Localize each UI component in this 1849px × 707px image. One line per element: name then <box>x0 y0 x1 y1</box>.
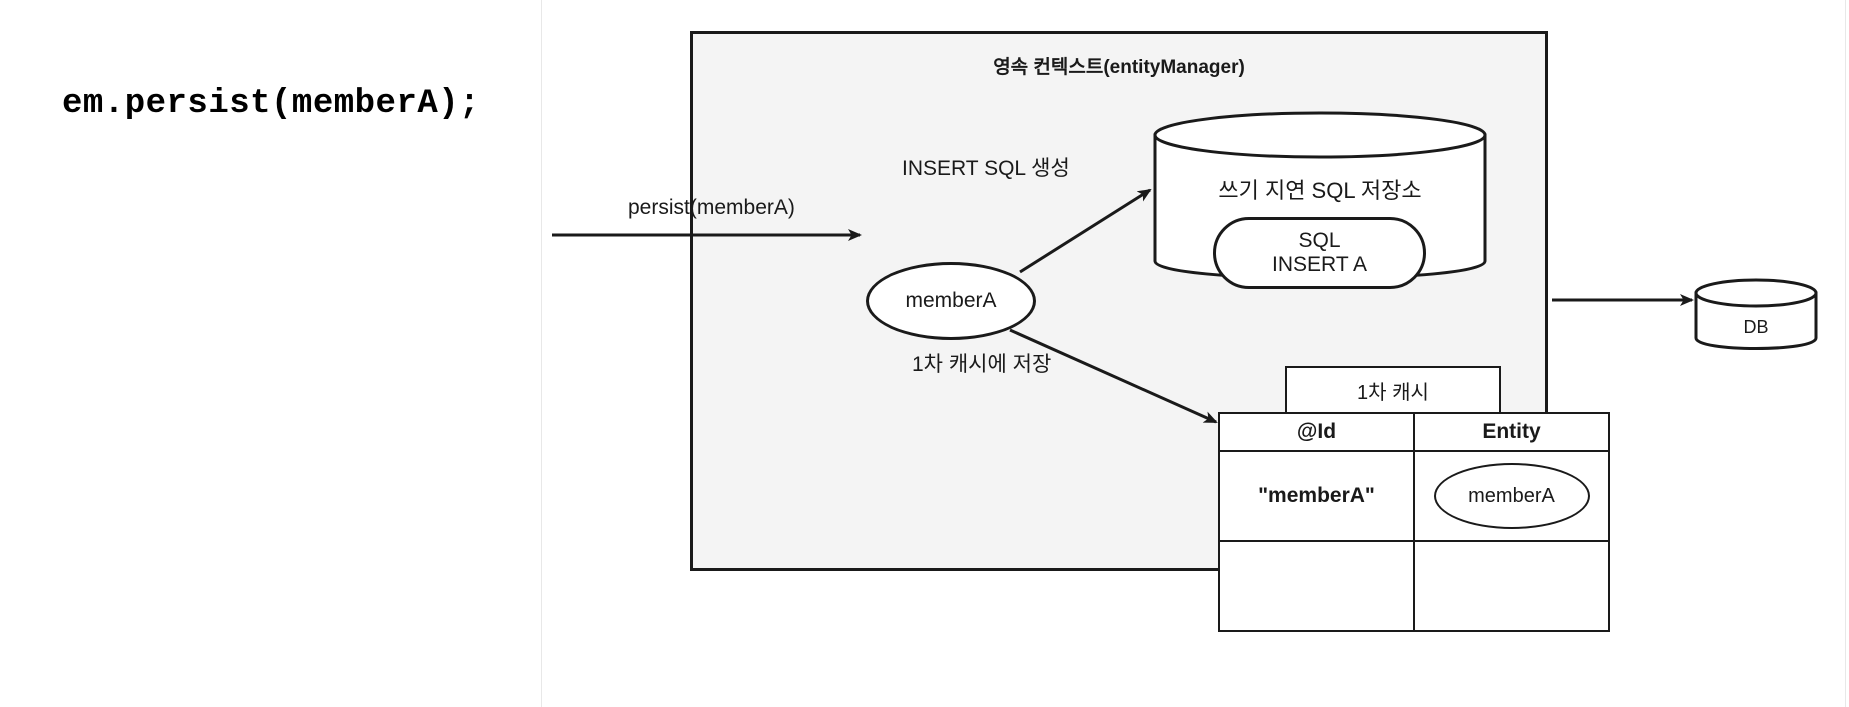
entity-node-membera: memberA <box>866 262 1036 340</box>
sql-pill-line-1: SQL <box>1298 229 1341 253</box>
label-store-in-first-cache: 1차 캐시에 저장 <box>912 353 1052 376</box>
first-cache-tab-label: 1차 캐시 <box>1285 366 1501 414</box>
sql-insert-pill: SQL INSERT A <box>1213 217 1426 289</box>
persistence-context-title: 영속 컨텍스트(entityManager) <box>993 57 1245 78</box>
first-cache-table: @Id Entity "memberA" memberA <box>1218 412 1610 632</box>
sql-pill-line-2: INSERT A <box>1272 253 1367 276</box>
table-row: "memberA" memberA <box>1218 450 1610 542</box>
cell-entity-empty <box>1413 540 1610 632</box>
deferred-sql-store: 쓰기 지연 SQL 저장소 <box>1155 113 1485 283</box>
slide-divider-left <box>541 0 542 707</box>
cell-entity-ellipse: memberA <box>1433 463 1590 529</box>
deferred-sql-store-label: 쓰기 지연 SQL 저장소 <box>1218 178 1422 203</box>
code-caption: em.persist(memberA); <box>62 85 481 123</box>
cell-id-empty <box>1218 540 1415 632</box>
cell-entity: memberA <box>1413 450 1610 542</box>
database-label: DB <box>1743 317 1769 337</box>
label-insert-sql-generate: INSERT SQL 생성 <box>902 157 1070 180</box>
table-header-row: @Id Entity <box>1218 412 1610 452</box>
column-header-entity: Entity <box>1413 412 1610 452</box>
label-persist-call: persist(memberA) <box>628 196 795 219</box>
table-row <box>1218 540 1610 632</box>
cell-id: "memberA" <box>1218 450 1415 542</box>
column-header-id: @Id <box>1218 412 1415 452</box>
database-node: DB <box>1696 281 1816 365</box>
slide-divider-right <box>1845 0 1846 707</box>
